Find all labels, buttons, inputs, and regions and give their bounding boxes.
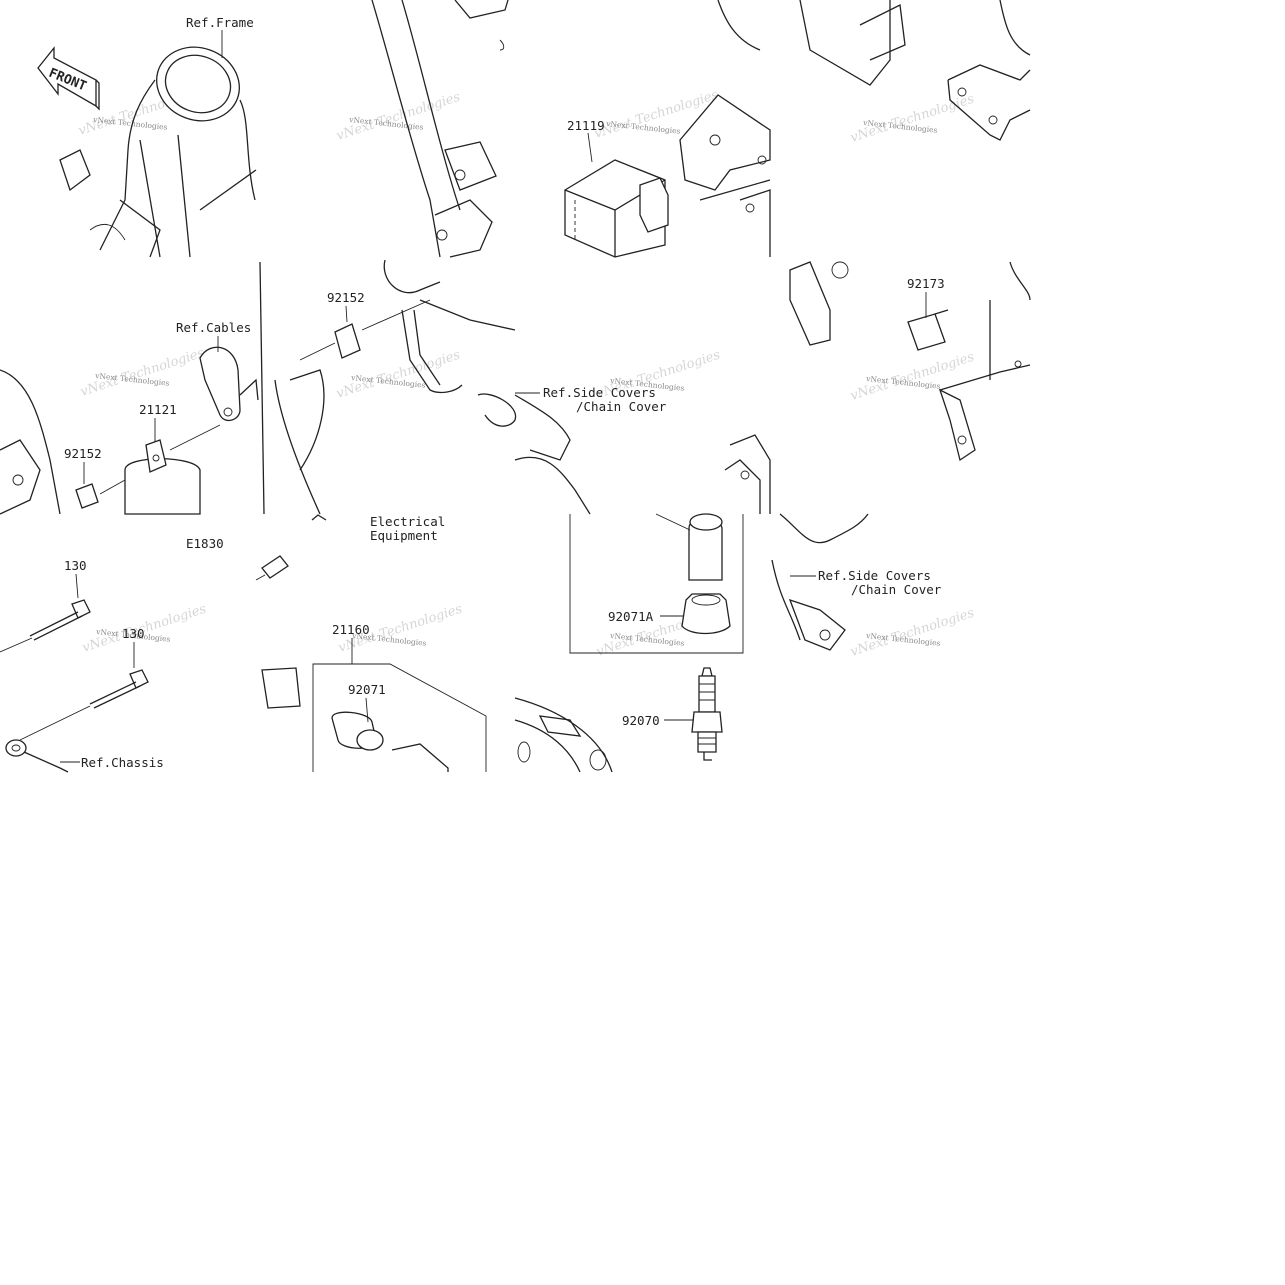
section-title-line1: Electrical <box>370 514 445 529</box>
front-arrow: FRONT <box>37 46 100 111</box>
ref-side-covers-mid-line2: /Chain Cover <box>576 399 667 414</box>
part-92152-bottom-label: 92152 <box>64 446 102 461</box>
part-92071-label: 92071 <box>348 682 386 697</box>
part-92152-top-label: 92152 <box>327 290 365 305</box>
upper-right-bracket <box>799 0 1031 141</box>
relay-21119: 21119 <box>564 0 771 258</box>
side-cover-area-mid: Ref.Side Covers /Chain Cover <box>514 385 771 515</box>
engine-cover-bottom <box>514 697 613 773</box>
ref-frame-label: Ref.Frame <box>186 15 254 30</box>
part-92071A-label: 92071A <box>608 609 654 624</box>
ref-side-covers-mid-line1: Ref.Side Covers <box>543 385 656 400</box>
part-92173-label: 92173 <box>907 276 945 291</box>
section-title-line2: Equipment <box>370 528 438 543</box>
igniter-area: Ref.Cables 21121 92152 <box>0 261 265 515</box>
ref-chassis-label: Ref.Chassis <box>81 755 164 770</box>
part-21121-label: 21121 <box>139 402 177 417</box>
ref-side-covers-lower-line1: Ref.Side Covers <box>818 568 931 583</box>
frame-head-tube <box>59 46 257 258</box>
ref-cables-label: Ref.Cables <box>176 320 251 335</box>
diagram-code: E1830 <box>186 536 224 551</box>
ref-side-covers-lower-line2: /Chain Cover <box>851 582 942 597</box>
part-21160-label: 21160 <box>332 622 370 637</box>
part-21119-label: 21119 <box>567 118 605 133</box>
side-cover-area-lower: Ref.Side Covers /Chain Cover <box>771 513 942 651</box>
bracket-92173: 92173 <box>789 261 1031 462</box>
spark-plug-92070: 92070 <box>622 667 723 761</box>
part-130-a-label: 130 <box>64 558 87 573</box>
collar-92152-top: 92152 <box>274 259 516 521</box>
spark-plug-cap-92071A: 92071A <box>569 513 744 654</box>
upper-frame-bracket <box>371 0 509 258</box>
cap-assembly-21160: Electrical Equipment 21160 92071 <box>255 514 487 772</box>
bolts-130: E1830 130 130 Ref.Chassis <box>0 536 224 773</box>
part-92070-label: 92070 <box>622 713 660 728</box>
part-130-b-label: 130 <box>122 626 145 641</box>
ref-frame-callout: Ref.Frame <box>186 15 254 58</box>
